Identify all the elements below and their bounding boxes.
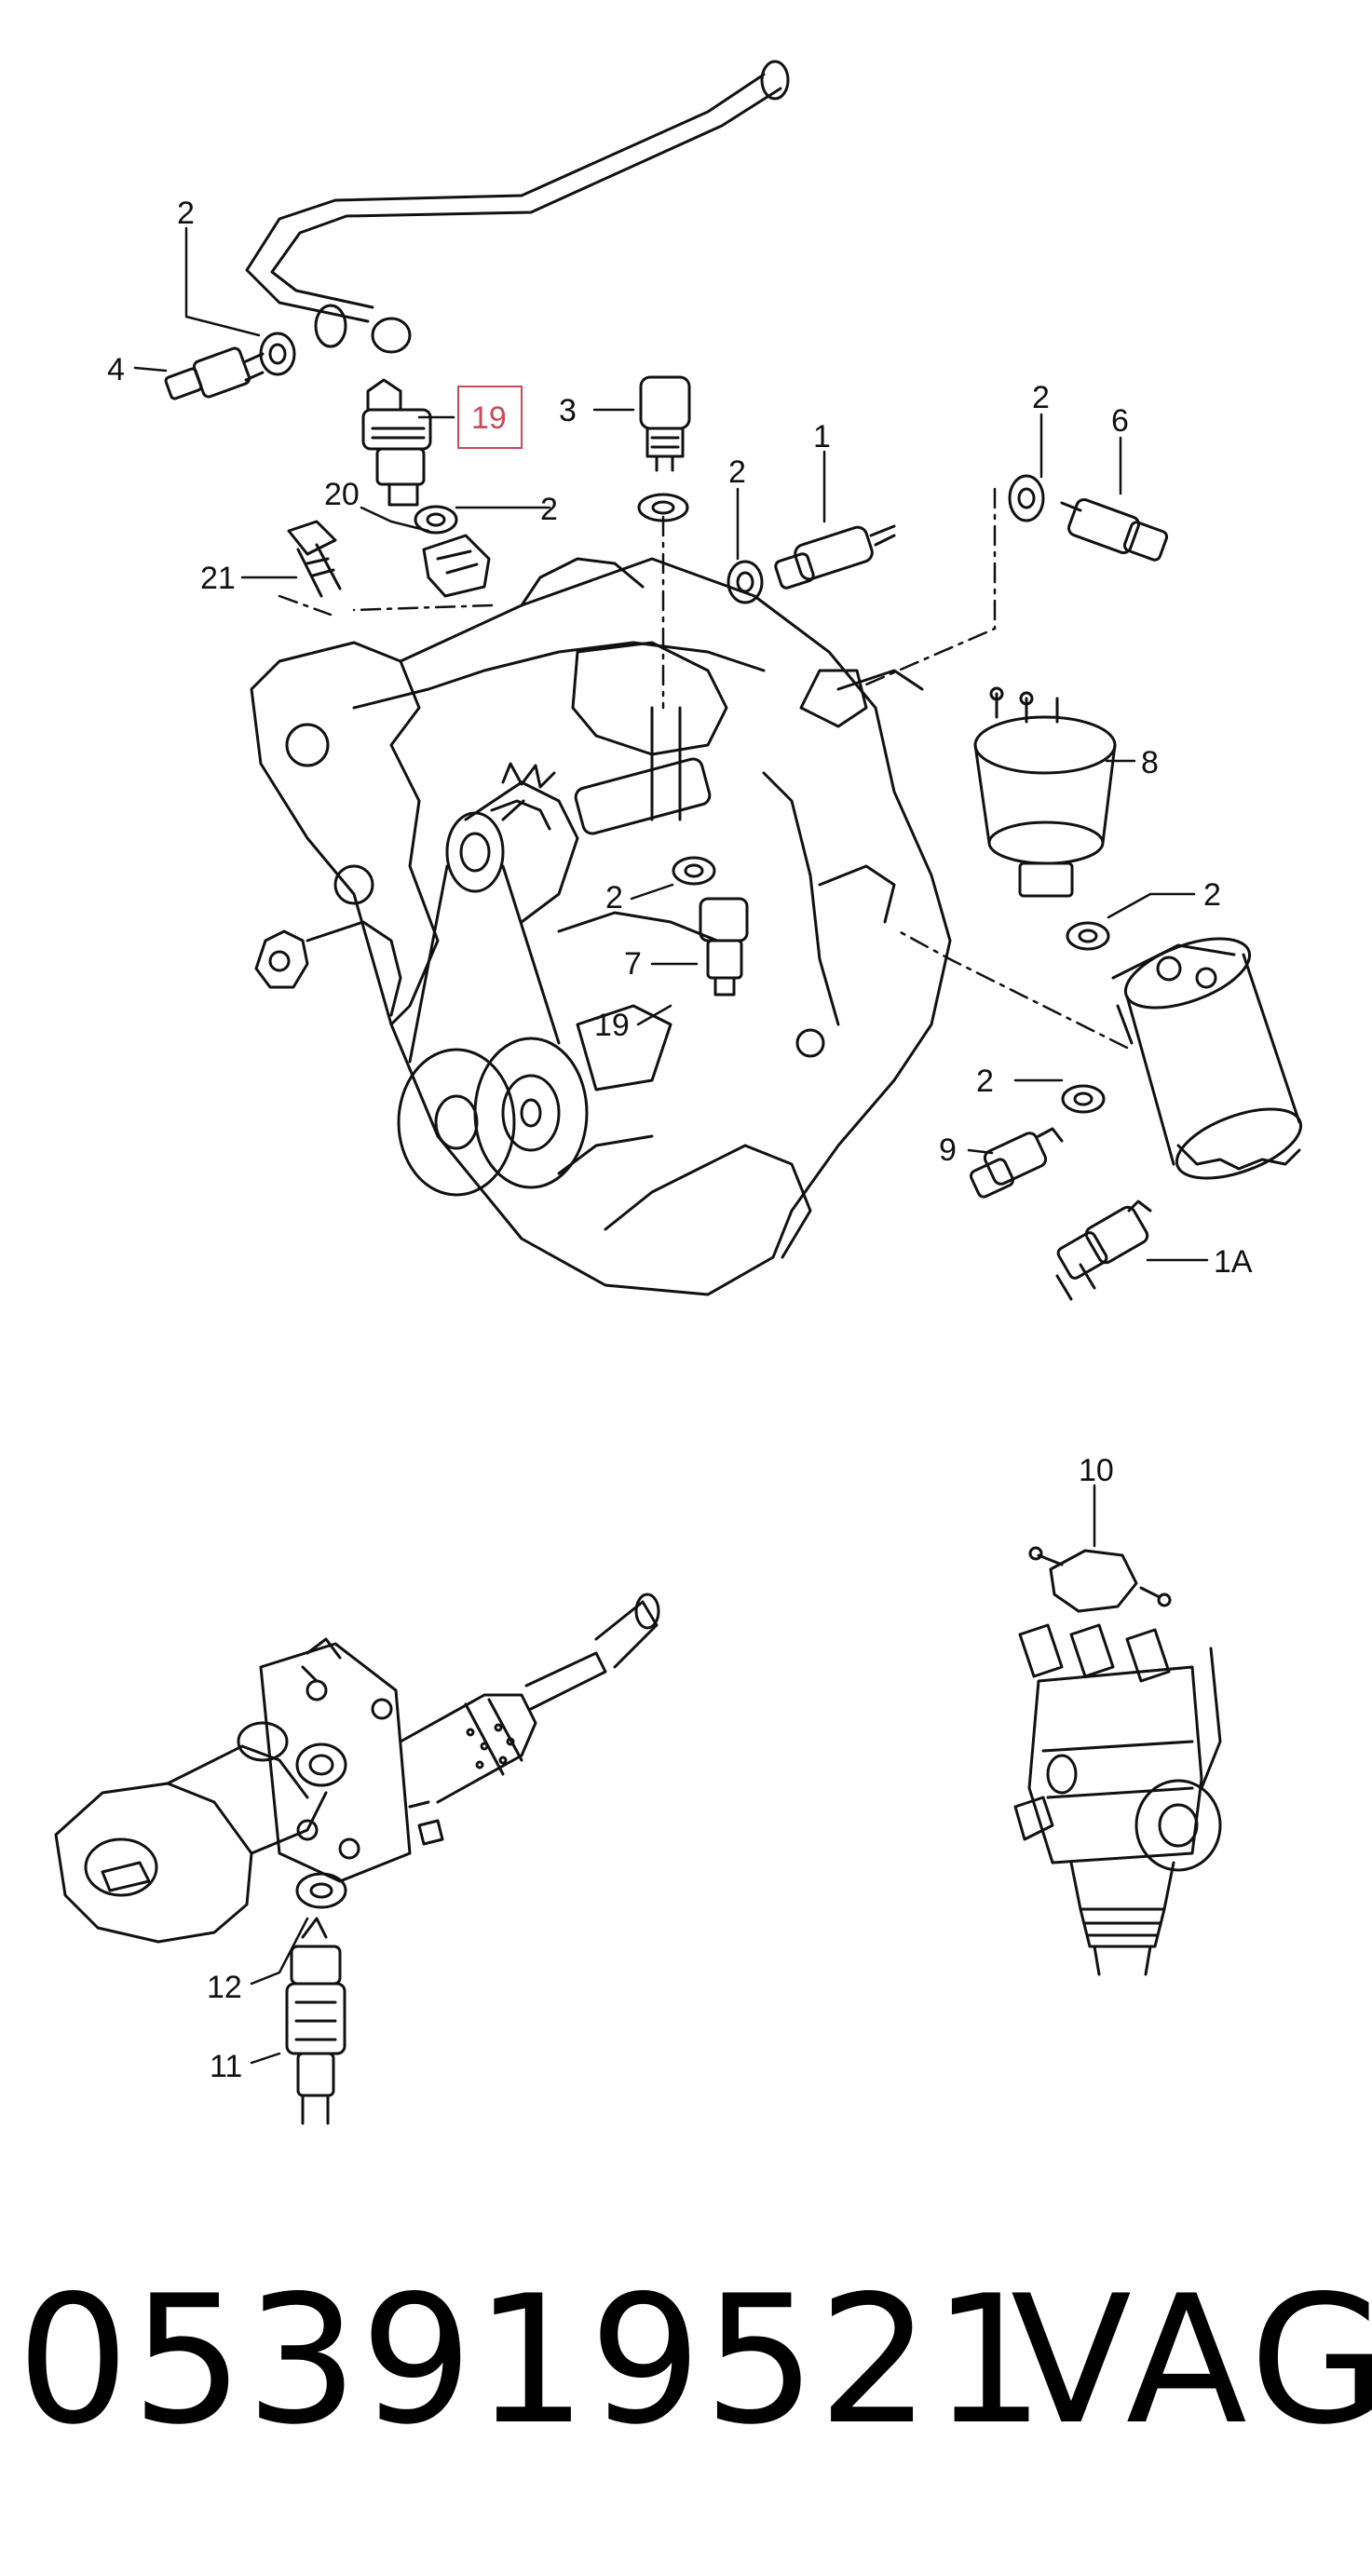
callout-2-oilfilter: 2 bbox=[976, 1064, 994, 1099]
glow-plug-11 bbox=[285, 1917, 346, 2125]
sender-8 bbox=[973, 686, 1117, 898]
washer-7 bbox=[672, 856, 716, 886]
callout-2-top: 2 bbox=[177, 196, 195, 231]
callout-leaders bbox=[133, 226, 1209, 2065]
engine-block bbox=[250, 557, 952, 1296]
callout-19-block: 19 bbox=[594, 1008, 630, 1043]
callout-3: 3 bbox=[559, 393, 577, 428]
callout-8: 8 bbox=[1141, 745, 1159, 780]
callout-2-lower: 2 bbox=[605, 880, 623, 915]
washer-6 bbox=[1008, 474, 1045, 522]
bolt-21 bbox=[287, 520, 342, 598]
brand-label: VAG bbox=[1011, 2257, 1372, 2463]
sensor-1a bbox=[1055, 1200, 1152, 1301]
highlight-box-19 bbox=[457, 386, 523, 449]
callout-20: 20 bbox=[324, 477, 360, 512]
callout-9: 9 bbox=[939, 1132, 957, 1168]
distributor-10 bbox=[1013, 1546, 1222, 1976]
bracket-20 bbox=[422, 534, 491, 598]
callout-2-mid: 2 bbox=[540, 492, 558, 527]
sensor-7 bbox=[699, 897, 749, 997]
belt-pulleys bbox=[254, 762, 589, 1197]
callout-6: 6 bbox=[1111, 403, 1129, 439]
coolant-pipe bbox=[245, 60, 790, 354]
callout-7: 7 bbox=[624, 946, 642, 982]
callout-12: 12 bbox=[207, 1970, 242, 2005]
sensor-4 bbox=[164, 346, 265, 400]
callout-11: 11 bbox=[210, 2049, 242, 2084]
callout-2-far: 2 bbox=[1032, 380, 1050, 415]
callout-1a: 1A bbox=[1214, 1244, 1253, 1280]
callout-labels: 2 4 19 3 2 2 1 2 6 20 21 8 2 2 2 7 19 9 … bbox=[107, 196, 1253, 2084]
callout-2-right: 2 bbox=[728, 454, 746, 490]
callout-2-flange: 2 bbox=[1203, 877, 1221, 913]
callout-21: 21 bbox=[200, 561, 236, 596]
part-number: 053919521 bbox=[17, 2257, 1047, 2463]
callout-1: 1 bbox=[813, 419, 831, 454]
washer-4 bbox=[259, 332, 296, 376]
washer-20 bbox=[414, 505, 458, 535]
oil-filter bbox=[1111, 937, 1303, 1180]
sensor-1 bbox=[774, 524, 896, 590]
dash-dot-leaders bbox=[278, 487, 1129, 1050]
sensor-6 bbox=[1060, 497, 1169, 562]
callout-4: 4 bbox=[107, 352, 125, 387]
sensor-19 bbox=[361, 378, 432, 507]
callout-10: 10 bbox=[1079, 1453, 1114, 1488]
injection-pump bbox=[54, 1593, 660, 1944]
washer-9 bbox=[1061, 1084, 1106, 1114]
sensor-3 bbox=[639, 375, 691, 472]
callout-19-highlight: 19 bbox=[471, 400, 507, 436]
washer-12 bbox=[295, 1872, 347, 1909]
washer-8 bbox=[1066, 921, 1110, 951]
sensor-9 bbox=[970, 1127, 1064, 1199]
